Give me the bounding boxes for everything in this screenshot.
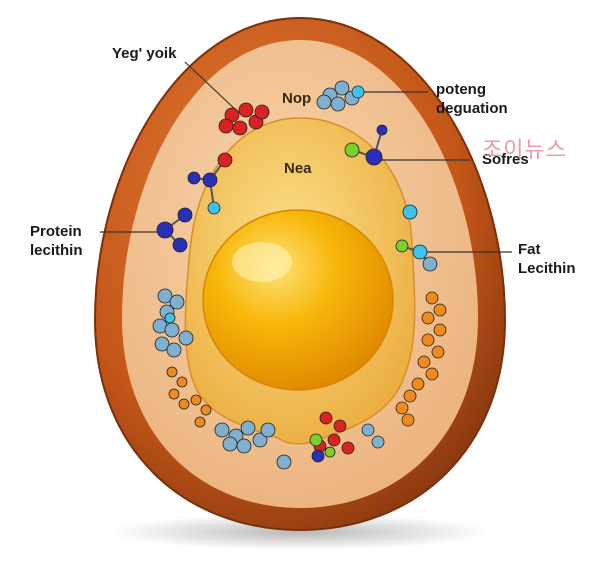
orange-atom bbox=[421, 311, 435, 325]
sofres-label: Sofres bbox=[482, 151, 529, 168]
green-atom bbox=[324, 446, 336, 458]
orange-atom bbox=[190, 394, 202, 406]
blue-atom bbox=[187, 171, 201, 185]
steel-atom bbox=[166, 342, 182, 358]
steel-atom bbox=[164, 312, 176, 324]
orange-atom bbox=[433, 303, 447, 317]
orange-atom bbox=[425, 291, 439, 305]
nop-label: Nop bbox=[282, 90, 312, 107]
orange-atom bbox=[433, 323, 447, 337]
cyan-atom bbox=[351, 85, 365, 99]
steel-atom bbox=[330, 96, 346, 112]
blue-atom bbox=[311, 449, 325, 463]
orange-atom bbox=[168, 388, 180, 400]
cyan-atom bbox=[402, 204, 418, 220]
steel-atom bbox=[214, 422, 230, 438]
cyan-atom bbox=[412, 244, 428, 260]
steel-atom bbox=[334, 80, 350, 96]
steel-atom bbox=[422, 256, 438, 272]
yolk-highlight bbox=[232, 242, 292, 282]
steel-atom bbox=[371, 435, 385, 449]
steel-atom bbox=[157, 288, 173, 304]
molecule-layer bbox=[152, 80, 447, 470]
poteng-label: poteng deguation bbox=[436, 81, 508, 117]
fat-label: Fat Lecithin bbox=[518, 241, 576, 277]
green-atom bbox=[395, 239, 409, 253]
orange-atom bbox=[421, 333, 435, 347]
red-atom bbox=[327, 433, 341, 447]
steel-atom bbox=[316, 94, 332, 110]
cyan-atom bbox=[207, 201, 221, 215]
nea-label: Nea bbox=[284, 160, 312, 177]
protein-label: Protein lecithin bbox=[30, 223, 83, 259]
red-atom bbox=[341, 441, 355, 455]
blue-atom bbox=[202, 172, 218, 188]
red-atom bbox=[217, 152, 233, 168]
callout-lines bbox=[100, 61, 512, 253]
red-atom bbox=[218, 118, 234, 134]
steel-atom bbox=[164, 322, 180, 338]
steel-atom bbox=[260, 422, 276, 438]
steel-atom bbox=[222, 436, 238, 452]
orange-atom bbox=[176, 376, 188, 388]
red-atom bbox=[254, 104, 270, 120]
red-atom bbox=[238, 102, 254, 118]
steel-atom bbox=[361, 423, 375, 437]
orange-atom bbox=[411, 377, 425, 391]
egg-shadow bbox=[110, 514, 490, 550]
blue-atom bbox=[365, 148, 383, 166]
blue-atom bbox=[172, 237, 188, 253]
blue-atom bbox=[156, 221, 174, 239]
red-atom bbox=[232, 120, 248, 136]
red-atom bbox=[319, 411, 333, 425]
orange-atom bbox=[166, 366, 178, 378]
steel-atom bbox=[154, 336, 170, 352]
orange-atom bbox=[178, 398, 190, 410]
red-atom bbox=[333, 419, 347, 433]
green-atom bbox=[344, 142, 360, 158]
orange-atom bbox=[431, 345, 445, 359]
egg-yolk bbox=[202, 209, 394, 391]
steel-atom bbox=[252, 432, 268, 448]
steel-atom bbox=[236, 438, 252, 454]
watermark: 조이뉴스 bbox=[482, 138, 567, 163]
orange-atom bbox=[395, 401, 409, 415]
blue-atom bbox=[177, 207, 193, 223]
orange-atom bbox=[417, 355, 431, 369]
orange-atom bbox=[425, 367, 439, 381]
yolk-label: Yeg' yoik bbox=[112, 45, 177, 62]
orange-atom bbox=[403, 389, 417, 403]
orange-atom bbox=[194, 416, 206, 428]
orange-atom bbox=[401, 413, 415, 427]
steel-atom bbox=[169, 294, 185, 310]
orange-atom bbox=[200, 404, 212, 416]
steel-atom bbox=[240, 420, 256, 436]
blue-atom bbox=[376, 124, 388, 136]
green-atom bbox=[309, 433, 323, 447]
steel-atom bbox=[276, 454, 292, 470]
callout-line-yolk bbox=[184, 61, 239, 113]
steel-atom bbox=[178, 330, 194, 346]
